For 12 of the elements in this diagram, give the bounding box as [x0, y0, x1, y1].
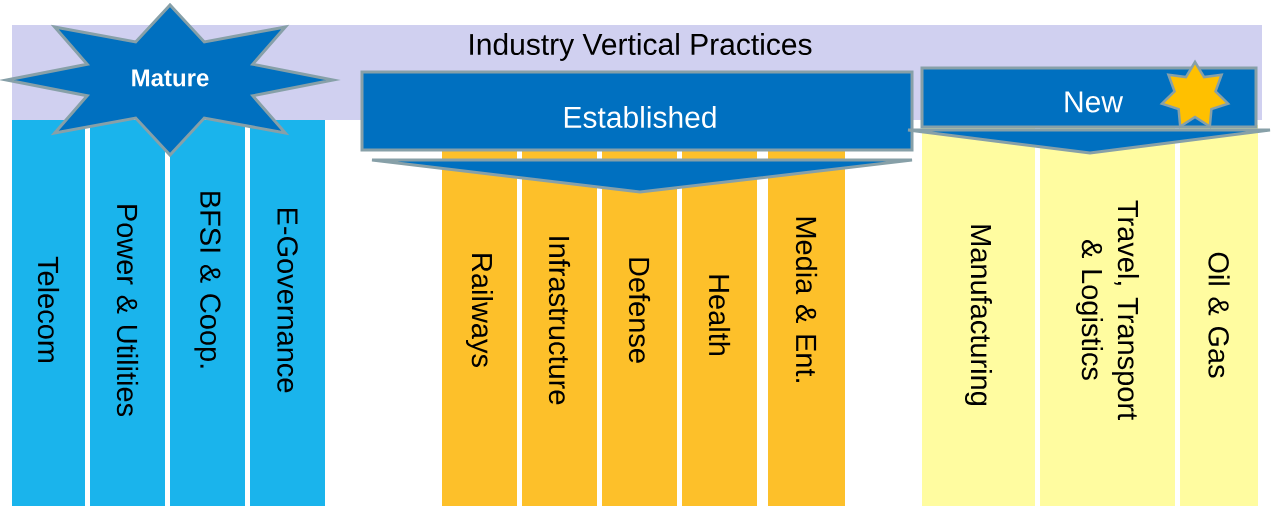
category-column: Telecom — [12, 120, 85, 506]
category-column: Railways — [442, 150, 517, 506]
category-column: Health — [682, 150, 757, 506]
category-column: Power & Utilities — [90, 120, 165, 506]
category-column: Manufacturing — [922, 125, 1035, 506]
category-column: Defense — [602, 150, 677, 506]
category-column: Infrastructure — [522, 150, 597, 506]
category-column: Media & Ent. — [768, 150, 845, 506]
category-column: E-Governance — [250, 120, 325, 506]
category-column: Travel, Transport & Logistics — [1040, 125, 1175, 506]
category-column: Oil & Gas — [1180, 125, 1258, 506]
category-column: BFSI & Coop. — [170, 120, 245, 506]
